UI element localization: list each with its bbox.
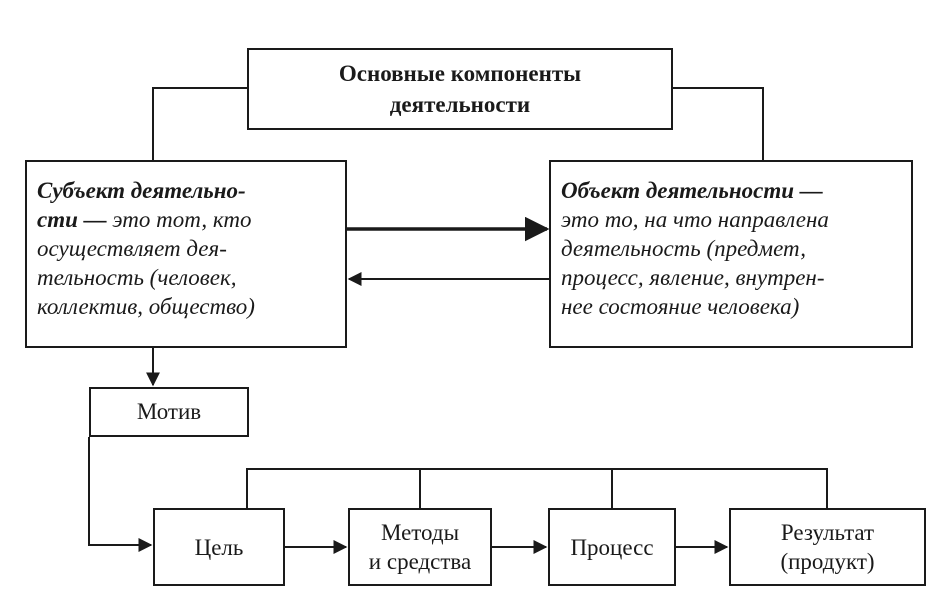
main-components-title-line1: Основные компоненты xyxy=(338,61,582,86)
subject-term-continuation: сти — xyxy=(37,207,107,232)
object-line-3: процесс, явление, внутрен- xyxy=(561,265,825,290)
arrow-motive-to-goal xyxy=(88,437,153,552)
subject-line-1: это тот, кто xyxy=(106,207,252,232)
connector-root-object xyxy=(673,87,764,160)
main-components-title-line2: деятельности xyxy=(389,92,531,117)
result-label-line2: (продукт) xyxy=(780,549,875,574)
methods-label-line1: Методы xyxy=(380,520,460,545)
process-label: Процесс xyxy=(570,534,654,560)
process-box: Процесс xyxy=(548,508,676,586)
object-line-4: нее состояние человека) xyxy=(561,294,800,319)
result-label-line1: Результат xyxy=(780,520,875,545)
result-box: Результат (продукт) xyxy=(729,508,926,586)
connector-root-subject xyxy=(152,87,247,160)
object-term: Объект деятельности — xyxy=(561,178,823,203)
motive-box: Мотив xyxy=(89,387,249,437)
goal-label: Цель xyxy=(194,534,244,560)
object-line-1: это то, на что направлена xyxy=(561,207,829,232)
methods-label-line2: и средства xyxy=(368,549,472,574)
goal-box: Цель xyxy=(153,508,285,586)
subject-term: Субъект деятельно- xyxy=(37,178,246,203)
subject-line-2: осуществляет дея- xyxy=(37,236,227,261)
motive-label: Мотив xyxy=(136,399,202,424)
methods-box: Методы и средства xyxy=(348,508,492,586)
object-line-2: деятельность (предмет, xyxy=(561,236,806,261)
subject-box: Субъект деятельно- сти — это тот, кто ос… xyxy=(25,160,347,348)
connector-chain-top xyxy=(246,468,828,508)
main-components-box: Основные компоненты деятельности xyxy=(247,48,673,130)
object-box: Объект деятельности — это то, на что нап… xyxy=(549,160,913,348)
subject-line-3: тельность (человек, xyxy=(37,265,237,290)
subject-line-4: коллектив, общество) xyxy=(37,294,255,319)
